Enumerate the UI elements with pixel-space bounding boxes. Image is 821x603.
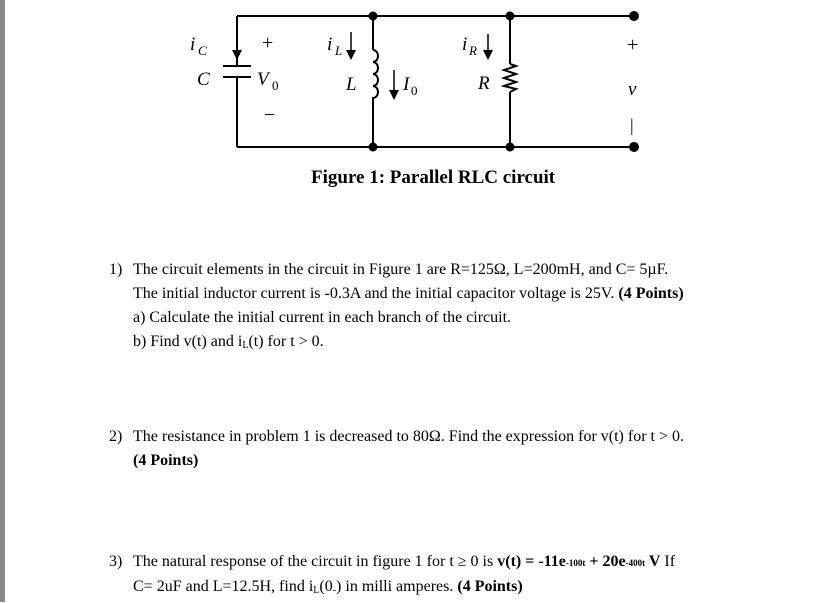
v-minus: |: [630, 115, 634, 135]
points-label: (4 Points): [457, 578, 523, 595]
inductor-label: L: [345, 74, 357, 95]
capacitor: [223, 65, 251, 78]
v-label: v: [628, 79, 637, 100]
capacitor-label: C: [197, 69, 210, 90]
points-label: (4 Points): [618, 285, 684, 302]
ir-label: i: [462, 34, 467, 55]
il-label-sub: L: [334, 43, 342, 58]
problem-3: 3) The natural response of the circuit i…: [109, 550, 676, 603]
problem-1-line-2: The initial inductor current is -0.3A an…: [133, 285, 684, 302]
v0-plus: +: [262, 32, 273, 54]
v0-minus: −: [264, 104, 275, 126]
problem-2-line-2: (4 Points): [133, 449, 684, 473]
current-arrows: [232, 30, 493, 100]
circuit-labels: i C C + V 0 − i L L I 0 i R R + v |: [190, 32, 638, 135]
figure-caption: Figure 1: Parallel RLC circuit: [311, 167, 556, 188]
resistor-zigzag: [500, 63, 520, 93]
il-label: i: [327, 34, 332, 55]
points-label: (4 Points): [133, 452, 199, 469]
junction-dots: [368, 11, 639, 152]
problem-1-line-4: b) Find v(t) and iL(t) for t > 0.: [133, 333, 324, 351]
problem-2: 2) The resistance in problem 1 is decrea…: [109, 425, 684, 473]
problem-3-line-2: C= 2uF and L=12.5H, find iL(0-) in milli…: [133, 578, 523, 596]
i0-arrow: [389, 70, 399, 100]
inductor-coil: [372, 49, 379, 104]
page-left-border: [0, 0, 5, 602]
v-plus: +: [627, 34, 638, 56]
rlc-circuit-diagram: i C C + V 0 − i L L I 0 i R R + v |: [190, 11, 639, 152]
resistor-label: R: [477, 73, 490, 94]
ic-label-sub: C: [198, 43, 207, 58]
problem-number: 3): [109, 553, 123, 570]
i0-label-sub: 0: [411, 83, 418, 98]
ir-label-sub: R: [468, 43, 477, 58]
circuit-wires: [236, 15, 634, 148]
problem-1: 1) The circuit elements in the circuit i…: [109, 258, 684, 358]
problem-number: 1): [109, 261, 123, 278]
problem-1-line-3: a) Calculate the initial current in each…: [133, 309, 512, 326]
problem-1-line-1: The circuit elements in the circuit in F…: [133, 261, 669, 278]
ir-arrow: [483, 34, 493, 60]
il-arrow: [346, 32, 356, 60]
i0-label: I: [402, 74, 411, 95]
ic-arrow: [232, 30, 242, 60]
problem-2-line-1: The resistance in problem 1 is decreased…: [133, 428, 684, 445]
v0-label: V: [257, 69, 271, 90]
ic-label: i: [190, 34, 195, 55]
v0-label-sub: 0: [272, 78, 279, 93]
problem-3-line-1: The natural response of the circuit in f…: [133, 553, 676, 570]
problem-number: 2): [109, 428, 123, 445]
